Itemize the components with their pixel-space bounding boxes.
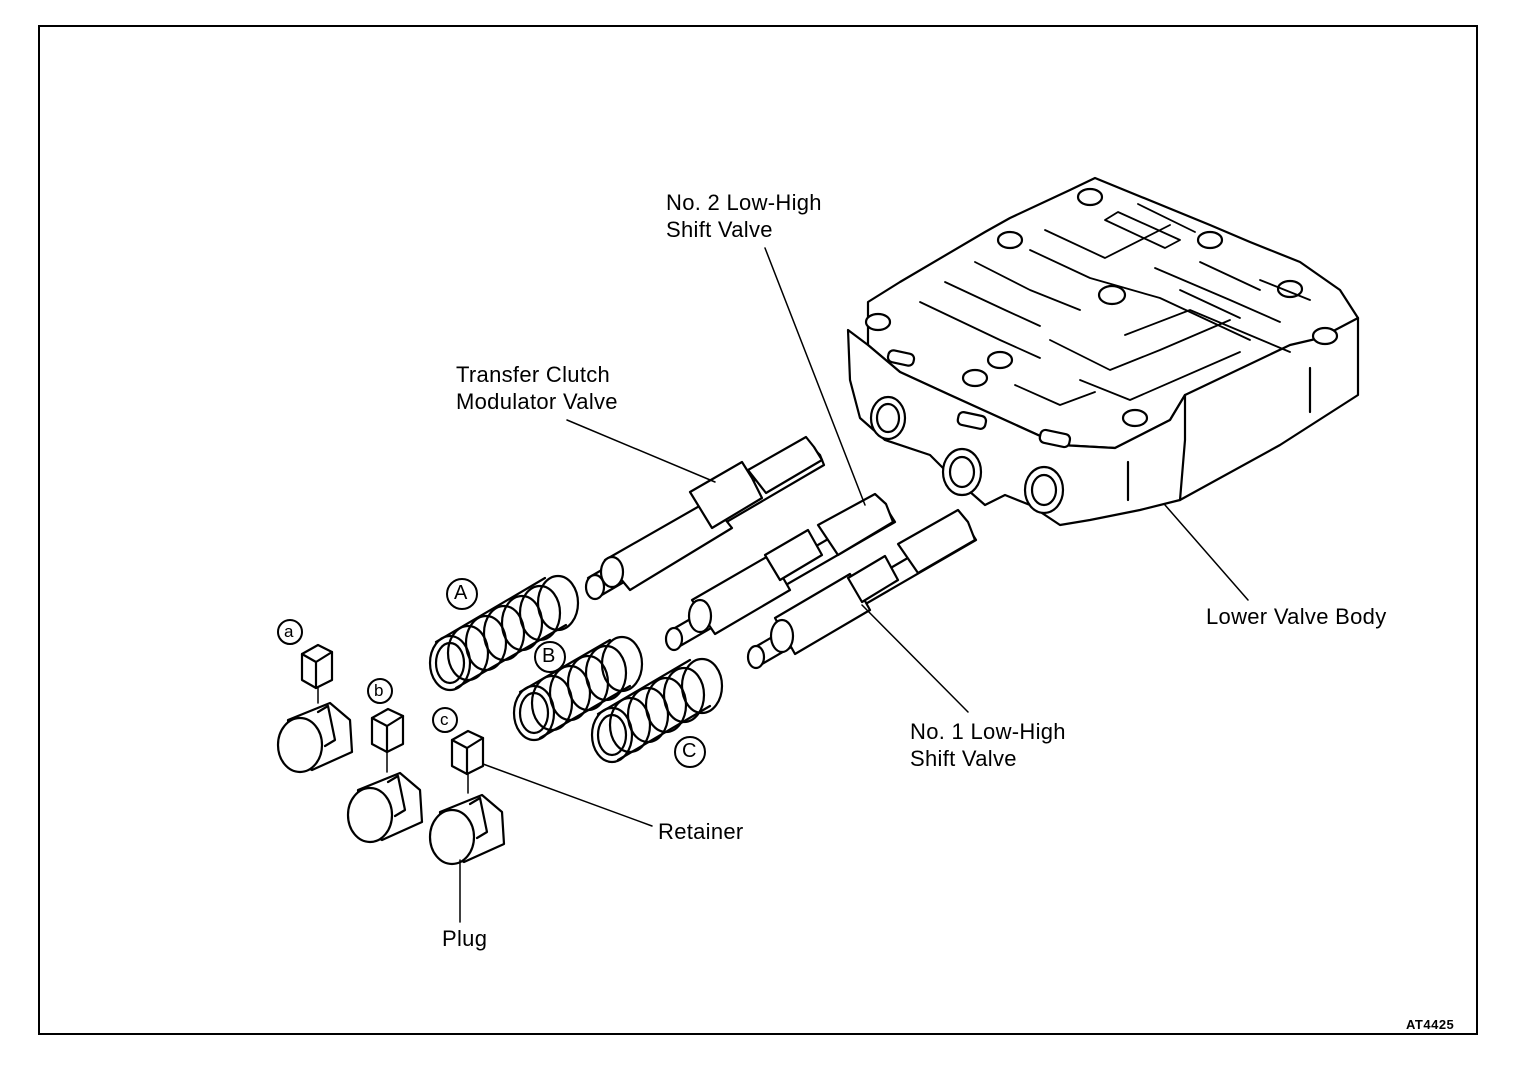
leader-lower-valve-body (1164, 504, 1249, 601)
leader-no1-shift-valve (861, 604, 969, 713)
label-retainer: Retainer (658, 819, 744, 844)
plug-a (276, 701, 354, 774)
marker-b: B (542, 645, 556, 667)
marker-circle-small-a (277, 619, 303, 645)
leader-no2-shift-valve (764, 247, 866, 506)
no1-low-high-shift-valve (746, 508, 978, 670)
marker-circle-a (446, 578, 478, 610)
spring-c (590, 657, 724, 764)
label-no1-low-high-shift-valve: No. 1 Low-High Shift Valve (910, 719, 1066, 771)
label-transfer-clutch-modulator-valve: Transfer Clutch Modulator Valve (456, 362, 618, 414)
transfer-clutch-modulator-valve (584, 435, 826, 601)
marker-circle-small-b (367, 678, 393, 704)
plug-b (346, 771, 424, 844)
retainer-b (370, 707, 405, 754)
no2-low-high-shift-valve (664, 492, 897, 652)
retainer-a (300, 643, 334, 690)
marker-circle-small-c (432, 707, 458, 733)
label-lower-valve-body: Lower Valve Body (1206, 604, 1387, 629)
label-no2-low-high-shift-valve: No. 2 Low-High Shift Valve (666, 190, 822, 242)
marker-circle-b (534, 641, 566, 673)
diagram-frame (38, 25, 1478, 1035)
marker-small-c: c (440, 710, 449, 729)
marker-circle-c (674, 736, 706, 768)
marker-small-a: a (284, 622, 294, 641)
retainer-c (450, 729, 485, 776)
marker-c: C (682, 740, 697, 762)
marker-a: A (454, 582, 468, 604)
plug-c (428, 793, 506, 866)
spring-a (428, 574, 580, 692)
leader-transfer-clutch (566, 419, 716, 483)
marker-small-b: b (374, 681, 384, 700)
lower-valve-body (846, 176, 1360, 527)
figure-code: AT4425 (1406, 1017, 1455, 1032)
leader-retainer (482, 763, 653, 827)
spring-b (512, 635, 644, 742)
label-plug: Plug (442, 926, 488, 951)
